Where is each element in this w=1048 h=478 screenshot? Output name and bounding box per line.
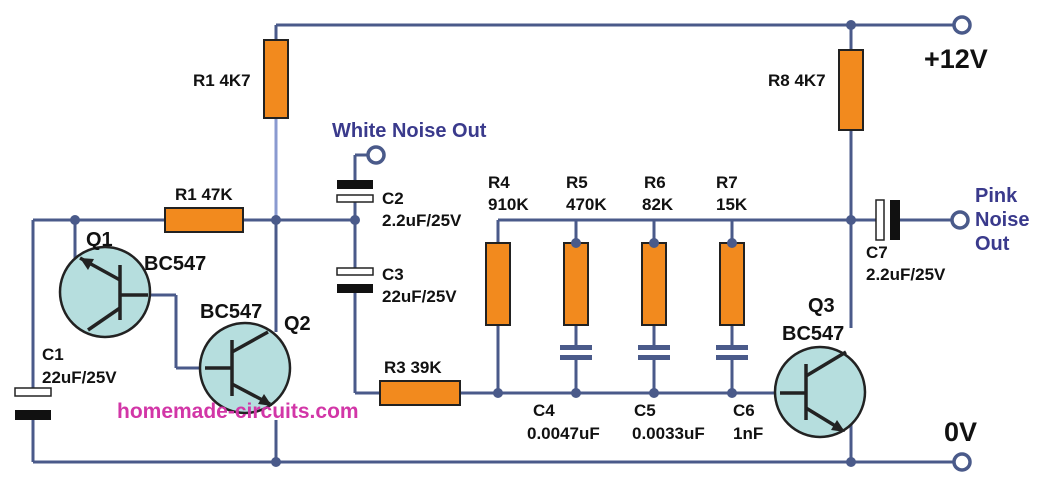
resistor-r6 <box>641 242 667 326</box>
white-noise-out-label: White Noise Out <box>332 120 487 142</box>
plus12v-label: +12V <box>924 44 988 74</box>
q2-type: BC547 <box>200 301 262 323</box>
watermark: homemade-circuits.com <box>117 400 359 423</box>
resistor-r5 <box>563 242 589 326</box>
c1-name: C1 <box>42 345 64 364</box>
c5-value: 0.0033uF <box>632 424 705 443</box>
resistors <box>164 39 864 406</box>
r6-name: R6 <box>644 173 666 192</box>
r6-value: 82K <box>642 195 674 214</box>
q3-name: Q3 <box>808 295 835 317</box>
resistor-r1-4k7 <box>263 39 289 119</box>
resistor-r3 <box>379 380 461 406</box>
capacitor-c4 <box>560 345 592 360</box>
zero-volt-label: 0V <box>944 417 977 447</box>
r5-name: R5 <box>566 173 588 192</box>
q1-type: BC547 <box>144 253 206 275</box>
c7-value: 2.2uF/25V <box>866 265 946 284</box>
pink-noise-out-label-2: Noise <box>975 209 1029 231</box>
r1-47k-label: R1 47K <box>175 185 233 204</box>
capacitor-c7 <box>875 199 900 241</box>
c5-name: C5 <box>634 401 656 420</box>
c6-name: C6 <box>733 401 755 420</box>
q3-type: BC547 <box>782 323 844 345</box>
q2-name: Q2 <box>284 313 311 335</box>
c4-value: 0.0047uF <box>527 424 600 443</box>
r1-4k7-label: R1 4K7 <box>193 71 251 90</box>
c2-name: C2 <box>382 189 404 208</box>
terminal-0v <box>952 452 972 472</box>
resistor-r8 <box>838 49 864 131</box>
transistor-q3 <box>773 345 867 439</box>
c3-value: 22uF/25V <box>382 287 457 306</box>
r4-name: R4 <box>488 173 510 192</box>
r4-value: 910K <box>488 195 529 214</box>
c2-value: 2.2uF/25V <box>382 211 462 230</box>
capacitor-c6 <box>716 345 748 360</box>
resistor-r1-47k <box>164 207 244 233</box>
terminal-plus12v <box>952 15 972 35</box>
q1-name: Q1 <box>86 229 113 251</box>
r7-value: 15K <box>716 195 748 214</box>
c7-name: C7 <box>866 243 888 262</box>
c4-name: C4 <box>533 401 555 420</box>
r8-label: R8 4K7 <box>768 71 826 90</box>
c1-value: 22uF/25V <box>42 368 117 387</box>
r7-name: R7 <box>716 173 738 192</box>
pink-noise-out-label-1: Pink <box>975 185 1018 207</box>
capacitors <box>14 180 900 420</box>
junction-nodes <box>70 20 856 467</box>
pink-noise-out-label-3: Out <box>975 233 1010 255</box>
transistor-q1 <box>58 245 152 339</box>
terminal-pink-noise-out <box>950 210 970 230</box>
resistor-r7 <box>719 242 745 326</box>
terminals <box>366 15 972 472</box>
transistor-q2 <box>198 321 292 415</box>
capacitor-c5 <box>638 345 670 360</box>
capacitor-c3 <box>336 267 374 293</box>
c3-name: C3 <box>382 265 404 284</box>
terminal-white-noise-out <box>366 145 386 165</box>
r3-label: R3 39K <box>384 358 442 377</box>
capacitor-c2 <box>336 180 374 203</box>
resistor-r4 <box>485 242 511 326</box>
r5-value: 470K <box>566 195 607 214</box>
capacitor-c1 <box>14 387 52 420</box>
c6-value: 1nF <box>733 424 763 443</box>
